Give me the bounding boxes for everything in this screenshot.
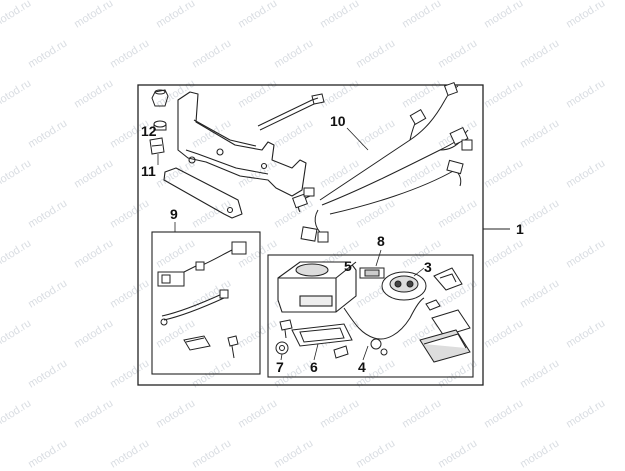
nut-12 <box>151 89 169 131</box>
harness-connectors <box>292 81 473 243</box>
callout-11: 11 <box>141 163 156 179</box>
honda-wing-logo <box>433 267 463 291</box>
callout-10: 10 <box>330 113 346 129</box>
sticker-5 <box>359 267 385 279</box>
instruction-documents <box>419 299 471 363</box>
callout-8: 8 <box>377 233 385 249</box>
leader-8 <box>375 249 382 267</box>
callout-4: 4 <box>358 359 366 375</box>
grommet-7 <box>275 319 293 355</box>
antenna-wire-4 <box>333 297 425 359</box>
mounting-bracket <box>163 91 307 219</box>
callout-9: 9 <box>170 206 178 222</box>
callout-7: 7 <box>276 359 284 375</box>
remote-transmitter-3 <box>381 271 427 301</box>
callout-12: 12 <box>141 123 157 139</box>
leader-6 <box>313 343 319 361</box>
leader-3 <box>413 267 425 277</box>
callout-1: 1 <box>516 221 524 237</box>
callout-5: 5 <box>344 258 352 274</box>
leader-7 <box>280 353 283 361</box>
callout-3: 3 <box>424 259 432 275</box>
bolt-11 <box>149 137 165 155</box>
kit-outer-frame <box>137 84 484 386</box>
subkit-alarm-frame <box>267 254 474 378</box>
gasket-6 <box>291 323 353 347</box>
subkit-9-frame <box>151 231 261 375</box>
leader-10 <box>346 127 369 151</box>
cable-tie <box>257 93 325 131</box>
wire-harness-10 <box>297 85 469 237</box>
leader-4 <box>362 345 369 361</box>
sub-harness-9 <box>157 241 247 359</box>
alarm-control-unit <box>277 261 357 313</box>
callout-6: 6 <box>310 359 318 375</box>
